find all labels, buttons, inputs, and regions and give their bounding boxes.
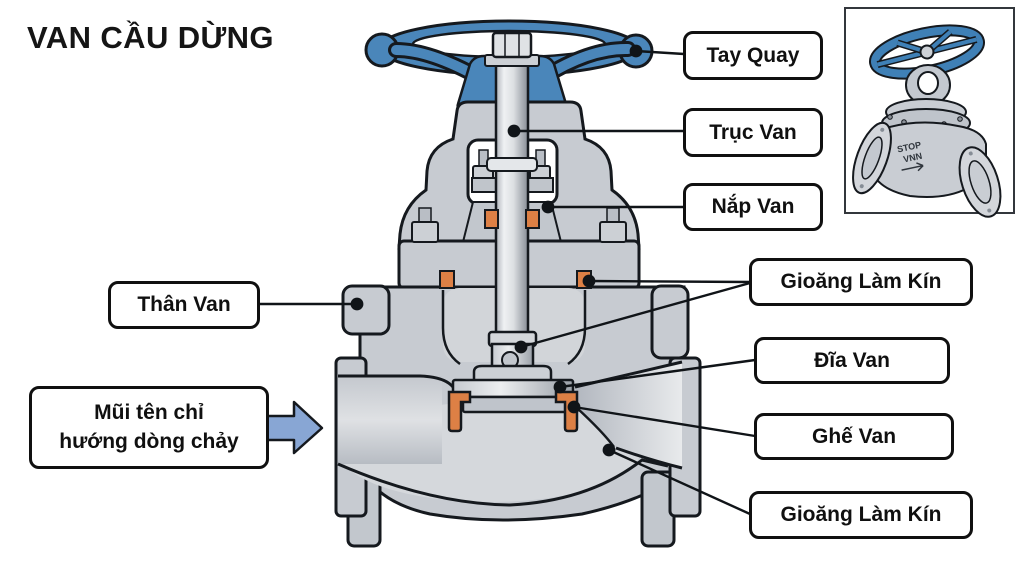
leader-dot-ghe-van bbox=[567, 400, 581, 414]
leader-gioang-bottom bbox=[608, 448, 751, 516]
callout-nap-van: Nắp Van bbox=[683, 183, 823, 231]
callout-dia-van-label: Đĩa Van bbox=[814, 348, 890, 372]
leader-dot-gioang-bottom bbox=[602, 443, 616, 457]
leader-dot-than-van bbox=[350, 297, 364, 311]
leader-gioang-top-a bbox=[588, 279, 751, 284]
callout-tay-quay: Tay Quay bbox=[683, 31, 823, 80]
callout-truc-van: Trục Van bbox=[683, 108, 823, 157]
disc-lower bbox=[461, 395, 569, 414]
leader-dot-truc-van bbox=[507, 124, 521, 138]
leader-dot-dia-van bbox=[553, 380, 567, 394]
callout-flow-note: Mũi tên chỉ hướng dòng chảy bbox=[29, 386, 269, 469]
handwheel bbox=[364, 19, 654, 112]
inset-right-flange bbox=[958, 146, 1002, 218]
neck-left-wall bbox=[441, 290, 461, 366]
disc-upper-flange bbox=[472, 364, 553, 384]
callout-tay-quay-label: Tay Quay bbox=[706, 43, 800, 67]
seat-ring-left bbox=[447, 390, 472, 433]
callout-gioang-lam-kin-top: Gioăng Làm Kín bbox=[749, 258, 973, 306]
callout-ghe-van: Ghế Van bbox=[754, 413, 954, 460]
stem-nut bbox=[491, 31, 533, 59]
callout-nap-van-label: Nắp Van bbox=[711, 195, 795, 218]
leader-dot-tay-quay bbox=[629, 44, 643, 58]
callout-dia-van: Đĩa Van bbox=[754, 337, 950, 384]
inlet-bore bbox=[338, 376, 442, 464]
page-title: VAN CẦU DỪNG bbox=[27, 20, 274, 55]
leader-dot-gioang-top-b bbox=[514, 340, 528, 354]
disc-assembly bbox=[447, 330, 579, 433]
inset-bolt bbox=[887, 114, 893, 120]
packing-gasket-right bbox=[525, 209, 540, 229]
callout-than-van-label: Thân Van bbox=[137, 293, 231, 316]
outlet-cone-bottom-edge bbox=[615, 446, 683, 470]
flange-bolt-right-head bbox=[599, 221, 627, 243]
leader-dot-nap-van bbox=[541, 200, 555, 214]
stem-collar bbox=[486, 157, 538, 172]
inset-vnn-text: VNN bbox=[902, 151, 923, 165]
callout-gioang-lam-kin-bottom-label: Gioăng Làm Kín bbox=[780, 503, 942, 526]
callout-gioang-lam-kin-top-label: Gioăng Làm Kín bbox=[780, 270, 942, 293]
leader-dia-van bbox=[559, 358, 756, 389]
callout-truc-van-label: Trục Van bbox=[709, 120, 797, 144]
inset-bolt bbox=[957, 116, 963, 122]
valve-stem bbox=[494, 54, 530, 346]
stem-assembly bbox=[484, 31, 540, 346]
inset-photo: STOP VNN bbox=[844, 7, 1015, 218]
bonnet-gasket-left bbox=[439, 270, 455, 289]
flow-note-line1: Mũi tên chỉ bbox=[94, 401, 204, 425]
body-left-lug bbox=[341, 284, 391, 336]
leader-tay-quay bbox=[635, 49, 685, 56]
leader-ghe-van bbox=[573, 405, 756, 438]
leader-dot-gioang-top-a bbox=[582, 274, 596, 288]
callout-than-van: Thân Van bbox=[108, 281, 260, 329]
inset-left-flange bbox=[852, 121, 892, 195]
callout-gioang-lam-kin-bottom: Gioăng Làm Kín bbox=[749, 491, 973, 539]
inset-flow-arrow-icon bbox=[901, 162, 924, 172]
flow-note-line2: hướng dòng chảy bbox=[59, 429, 239, 453]
body-right-lug bbox=[650, 284, 690, 360]
packing-gasket-left bbox=[484, 209, 499, 229]
leader-gioang-top-b bbox=[520, 281, 751, 349]
inset-yoke-eye bbox=[917, 71, 939, 95]
inset-body-marking: STOP VNN bbox=[896, 140, 924, 172]
flange-bolt-left-head bbox=[411, 221, 439, 243]
inset-stop-text: STOP bbox=[896, 140, 922, 155]
leader-lines bbox=[259, 44, 756, 516]
callout-ghe-van-label: Ghế Van bbox=[811, 424, 897, 448]
belly-inner-wall bbox=[337, 458, 669, 507]
